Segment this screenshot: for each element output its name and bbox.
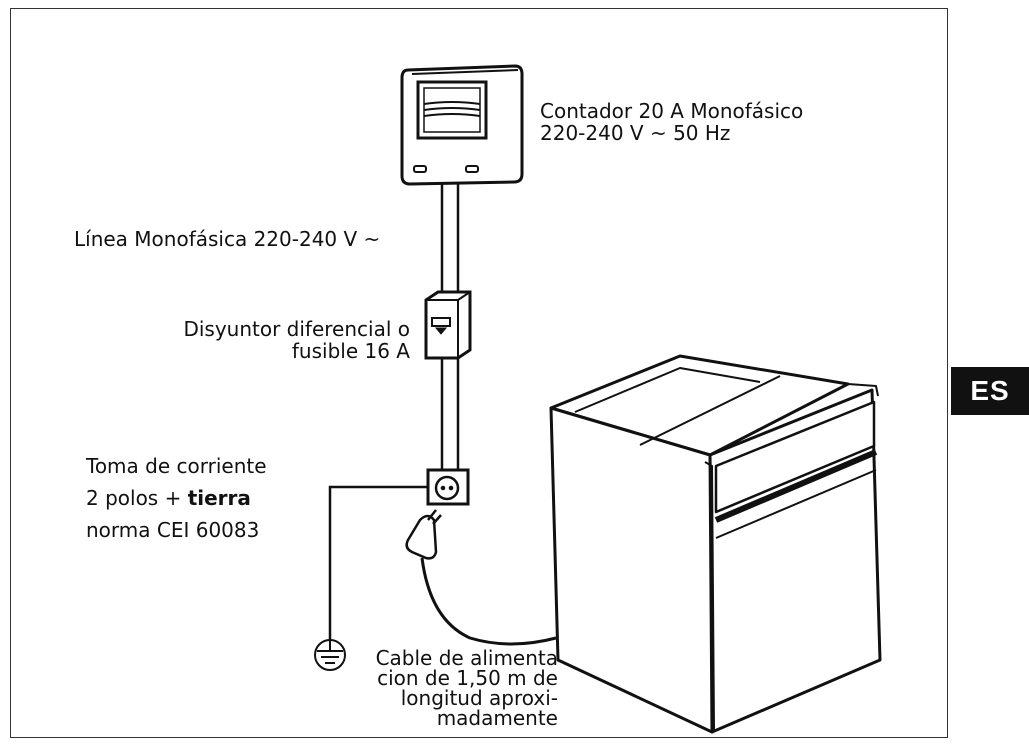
cable-label: Cable de alimenta cion de 1,50 m de long… [340,648,558,728]
electricity-meter-icon [400,64,524,186]
cable-label-line4: madamente [436,706,558,730]
conduit [440,178,460,472]
socket-label-bold: tierra [187,486,251,510]
cable-label-line1: Cable de alimenta [375,646,558,670]
oven-icon [549,354,882,734]
socket-label: Toma de corriente 2 polos + tierra norma… [86,450,267,546]
breaker-box-icon [424,290,472,360]
breaker-label-line2: fusible 16 A [291,339,410,363]
socket-label-line1: Toma de corriente [86,454,267,478]
meter-label-line2: 220-240 V ~ 50 Hz [540,121,731,145]
meter-label-line1: Contador 20 A Monofásico [540,99,804,123]
ground-wire [328,485,428,640]
socket-label-line2: 2 polos + tierra [86,482,267,514]
line-label: Línea Monofásica 220-240 V ~ [74,227,381,251]
socket-label-prefix: 2 polos + [86,486,188,510]
plug-icon [405,509,442,560]
power-cable [420,557,557,646]
socket-label-line3: norma CEI 60083 [86,518,260,542]
breaker-label-line1: Disyuntor diferencial o [183,317,410,341]
ground-symbol-icon [314,639,346,671]
cable-label-line2: cion de 1,50 m de [377,666,558,690]
diagram-frame [10,8,948,738]
language-badge: ES [951,367,1029,415]
breaker-label: Disyuntor diferencial o fusible 16 A [150,318,410,362]
meter-label: Contador 20 A Monofásico 220-240 V ~ 50 … [540,100,803,144]
cable-label-line3: longitud aproxi- [400,686,558,710]
wall-socket-icon [426,468,470,506]
